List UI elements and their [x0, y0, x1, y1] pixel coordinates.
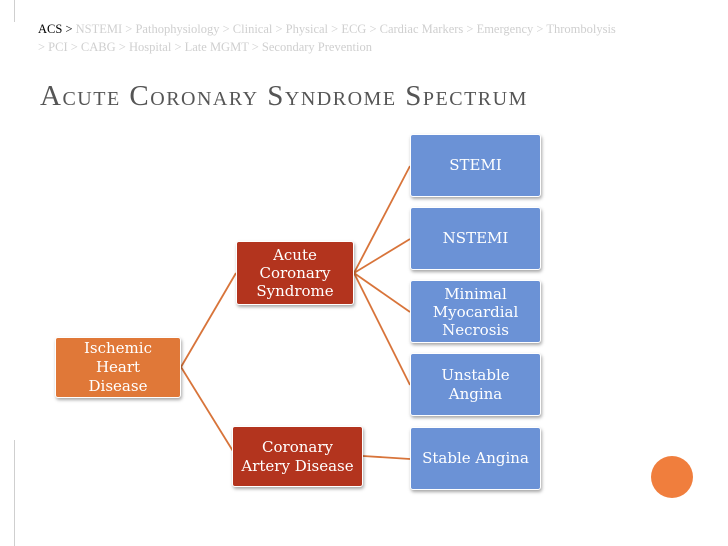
- node-acute-coronary-syndrome[interactable]: Acute Coronary Syndrome: [236, 241, 354, 305]
- node-stemi[interactable]: STEMI: [410, 134, 541, 197]
- node-unstable-angina[interactable]: Unstable Angina: [410, 353, 541, 416]
- node-label: Stable Angina: [422, 449, 529, 467]
- accent-circle: [651, 456, 693, 498]
- connector-acs-minimal: [353, 272, 411, 313]
- breadcrumb-items[interactable]: NSTEMI > Pathophysiology > Clinical > Ph…: [38, 22, 616, 54]
- breadcrumb-current[interactable]: ACS: [38, 22, 63, 36]
- node-ischemic-heart-disease[interactable]: Ischemic Heart Disease: [55, 337, 181, 398]
- node-label: NSTEMI: [442, 229, 509, 247]
- connector-acs-nstemi: [353, 238, 411, 274]
- node-label: STEMI: [449, 156, 502, 174]
- node-coronary-artery-disease[interactable]: Coronary Artery Disease: [232, 426, 363, 487]
- node-label: Unstable Angina: [441, 365, 510, 403]
- frame-line-top: [14, 0, 15, 22]
- node-label: Coronary Artery Disease: [241, 437, 354, 475]
- connector-acs-unstable: [353, 272, 411, 386]
- breadcrumb: ACS > NSTEMI > Pathophysiology > Clinica…: [38, 20, 618, 56]
- node-label: Ischemic Heart Disease: [84, 339, 152, 395]
- frame-line-bottom: [14, 440, 15, 546]
- connector-root-acs: [180, 272, 237, 368]
- connector-acs-stemi: [353, 165, 411, 274]
- node-stable-angina[interactable]: Stable Angina: [410, 427, 541, 490]
- node-nstemi[interactable]: NSTEMI: [410, 207, 541, 270]
- connector-cad-stable: [362, 455, 411, 460]
- connector-root-cad: [180, 366, 237, 457]
- breadcrumb-separator: >: [62, 22, 76, 36]
- node-minimal-myocardial-necrosis[interactable]: Minimal Myocardial Necrosis: [410, 280, 541, 343]
- node-label: Minimal Myocardial Necrosis: [432, 284, 519, 339]
- slide-title: Acute Coronary Syndrome Spectrum: [40, 80, 528, 112]
- node-label: Acute Coronary Syndrome: [256, 246, 334, 300]
